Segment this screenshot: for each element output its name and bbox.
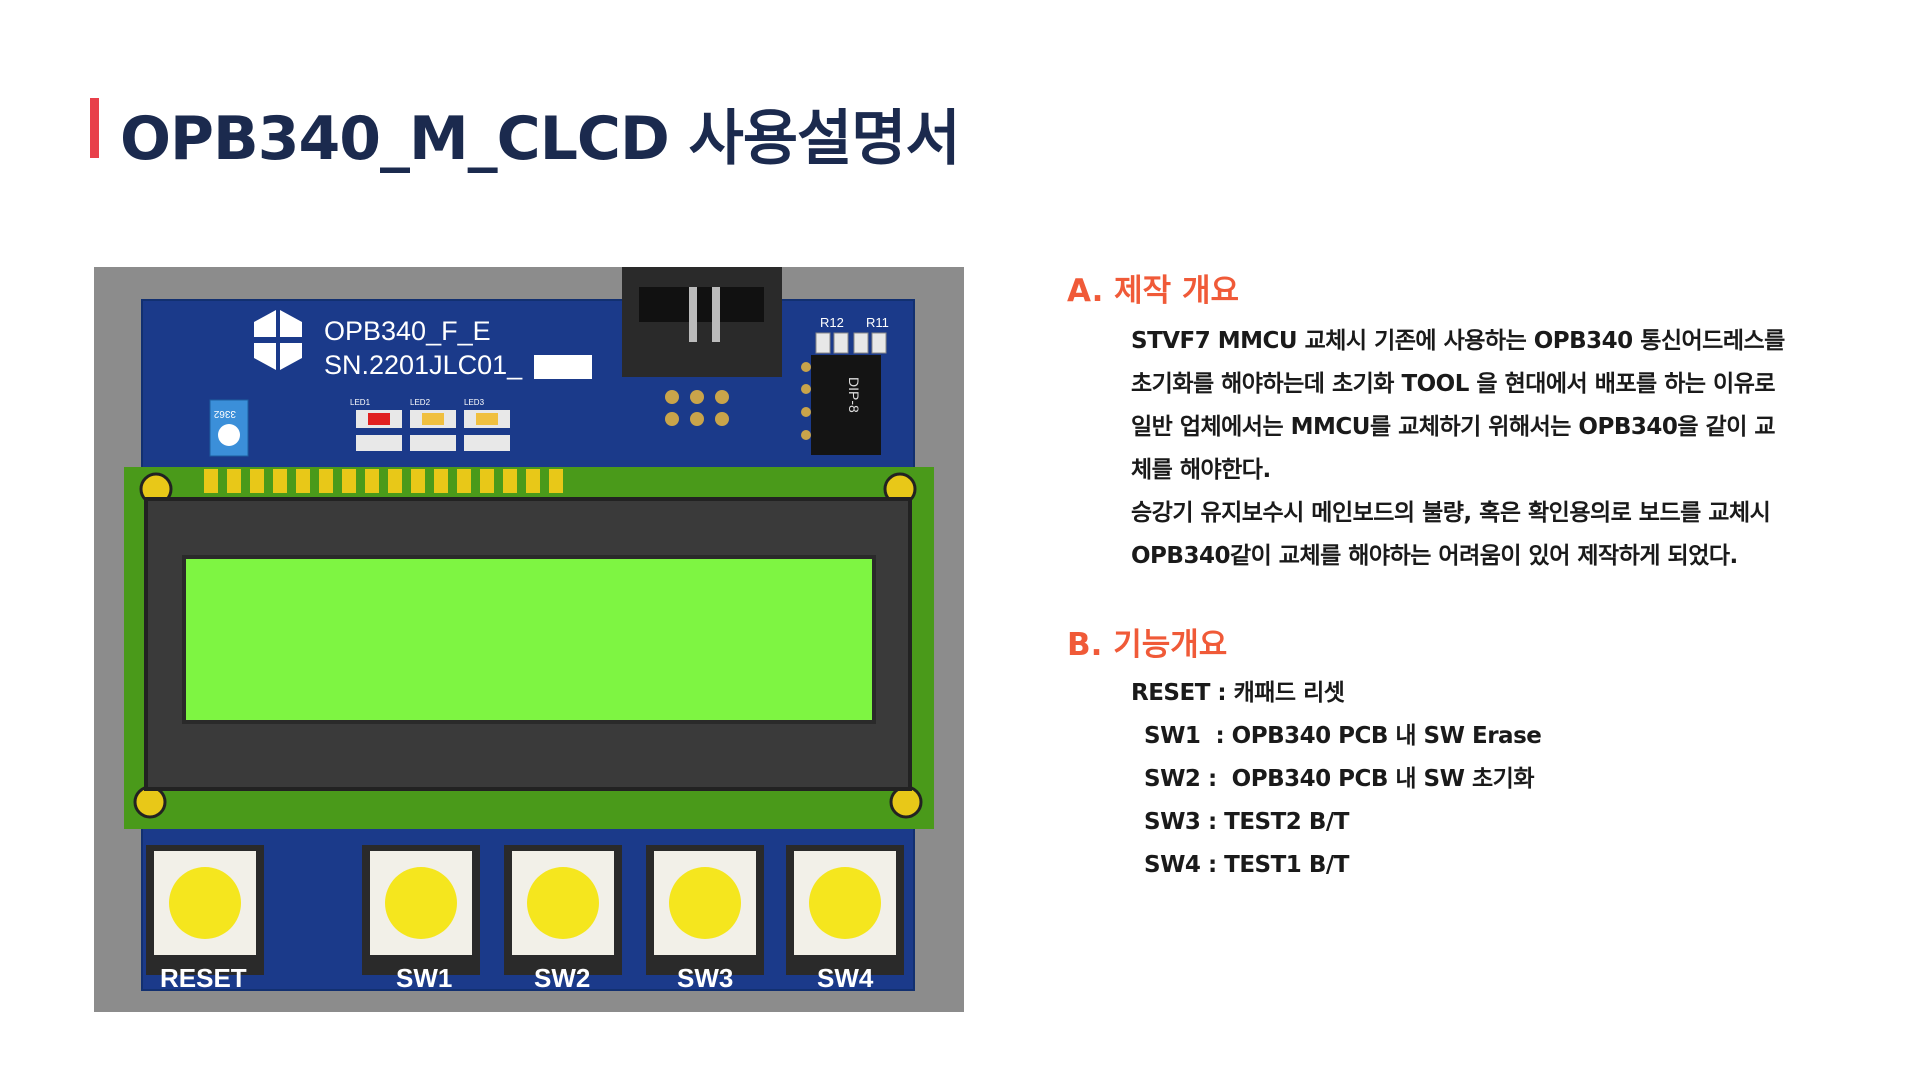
section-b-list: RESET : 캐패드 리셋 SW1 : OPB340 PCB 내 SW Era…	[1131, 672, 1887, 887]
company-logo-icon	[244, 310, 312, 370]
board-serial-label: SN.2201JLC01_	[324, 350, 523, 380]
function-item-sw1: SW1 : OPB340 PCB 내 SW Erase	[1144, 723, 1542, 749]
dip8-ic	[811, 355, 881, 455]
function-item-sw3: SW3 : TEST2 B/T	[1144, 809, 1349, 835]
pot-label: 3362	[213, 408, 236, 419]
button-label-reset: RESET	[160, 963, 247, 993]
led-label-1: LED1	[350, 398, 371, 407]
title-accent-bar	[90, 98, 99, 158]
led-label-3: LED3	[464, 398, 485, 407]
page-title: OPB340_M_CLCD 사용설명서	[120, 104, 961, 174]
resistor-label-r11: R11	[866, 315, 889, 330]
board-name-label: OPB340_F_E	[324, 316, 491, 346]
section-a-line: 초기화를 해야하는데 초기화 TOOL 을 현대에서 배포를 하는 이유로	[1131, 371, 1776, 397]
button-sw1: SW1	[362, 845, 480, 993]
button-label-sw2: SW2	[534, 963, 590, 993]
pcb-render-image: OPB340_F_E SN.2201JLC01_ R12 R11 DIP-8 3…	[94, 267, 964, 1012]
led-label-2: LED2	[410, 398, 431, 407]
ic-label: DIP-8	[846, 377, 862, 413]
resistor-label-r12: R12	[820, 315, 844, 330]
lcd-screen	[182, 555, 876, 724]
description-panel: A. 제작 개요 STVF7 MMCU 교체시 기존에 사용하는 OPB340 …	[1067, 268, 1887, 887]
button-label-sw4: SW4	[817, 963, 874, 993]
section-a-line: OPB340같이 교체를 해야하는 어려움이 있어 제작하게 되었다.	[1131, 543, 1738, 569]
button-sw3: SW3	[646, 845, 764, 993]
section-b-heading: B. 기능개요	[1067, 627, 1228, 663]
section-a-line: 승강기 유지보수시 메인보드의 불량, 혹은 확인용의로 보드를 교체시	[1131, 500, 1771, 526]
function-item-sw2: SW2 : OPB340 PCB 내 SW 초기화	[1144, 766, 1534, 792]
function-item-sw4: SW4 : TEST1 B/T	[1144, 852, 1349, 878]
section-a-body: STVF7 MMCU 교체시 기존에 사용하는 OPB340 통신어드레스를 초…	[1131, 320, 1887, 578]
button-reset: RESET	[146, 845, 264, 993]
button-sw4: SW4	[786, 845, 904, 993]
button-sw2: SW2	[504, 845, 622, 993]
button-label-sw1: SW1	[396, 963, 452, 993]
section-a-line: STVF7 MMCU 교체시 기존에 사용하는 OPB340 통신어드레스를	[1131, 328, 1785, 354]
button-label-sw3: SW3	[677, 963, 733, 993]
section-a-line: 체를 해야한다.	[1131, 457, 1271, 483]
section-a-line: 일반 업체에서는 MMCU를 교체하기 위해서는 OPB340을 같이 교	[1131, 414, 1776, 440]
function-item-reset: RESET : 캐패드 리셋	[1131, 680, 1345, 706]
section-a-heading: A. 제작 개요	[1067, 273, 1240, 309]
